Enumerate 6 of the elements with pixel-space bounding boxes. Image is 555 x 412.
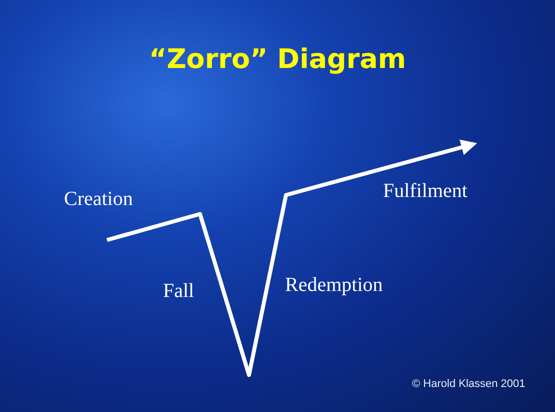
copyright-note: © Harold Klassen 2001 — [412, 378, 526, 390]
stage-label: Fall — [163, 280, 194, 303]
slide-title: “Zorro” Diagram — [148, 44, 408, 75]
stage-label: Creation — [64, 188, 133, 211]
stage-label: Fulfilment — [383, 180, 468, 203]
stage-label: Redemption — [285, 274, 383, 297]
